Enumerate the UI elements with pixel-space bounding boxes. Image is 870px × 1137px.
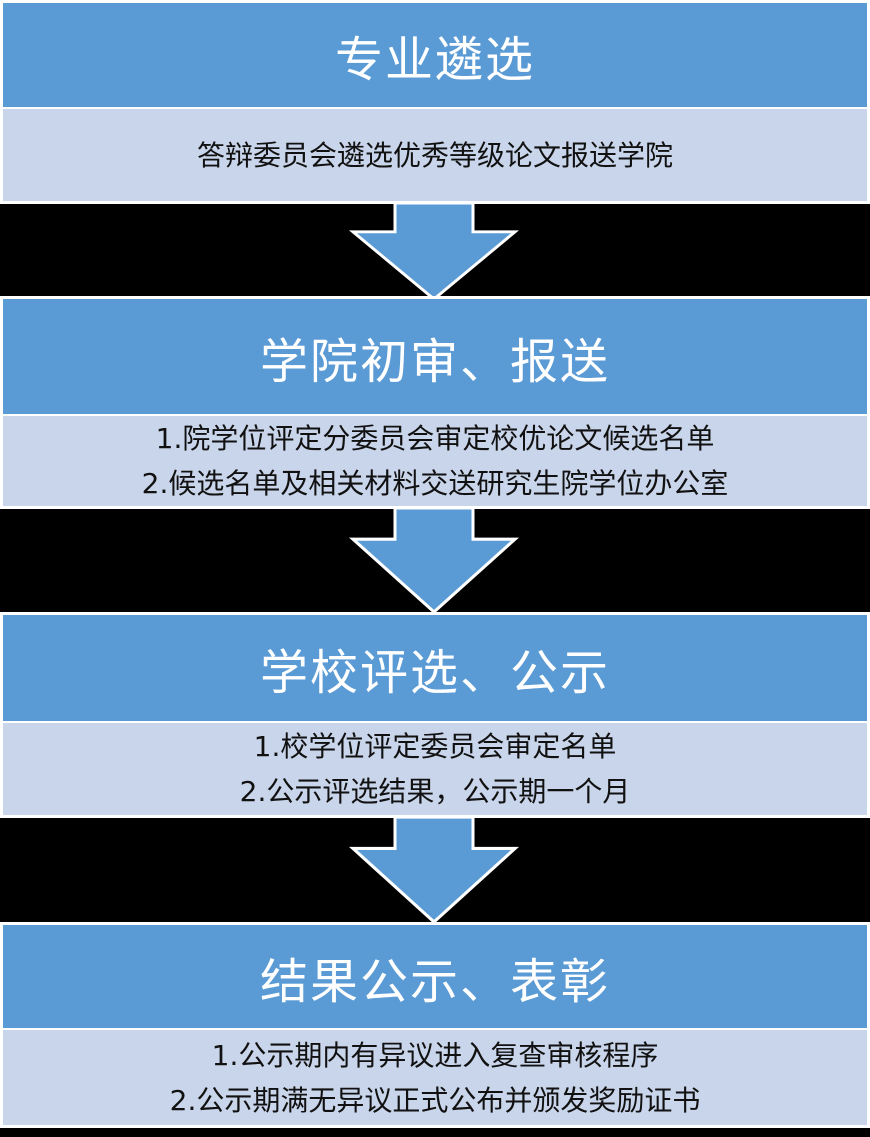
stage-3-body: 1.校学位评定委员会审定名单 2.公示评选结果，公示期一个月: [0, 723, 870, 818]
stage-1-header: 专业遴选: [0, 0, 870, 109]
stage-2-detail-2: 2.候选名单及相关材料交送研究生院学位办公室: [141, 467, 729, 500]
stage-1-body: 答辩委员会遴选优秀等级论文报送学院: [0, 109, 870, 204]
stage-3: 学校评选、公示 1.校学位评定委员会审定名单 2.公示评选结果，公示期一个月: [0, 612, 870, 818]
stage-4-header: 结果公示、表彰: [0, 922, 870, 1030]
stage-4-body: 1.公示期内有异议进入复查审核程序 2.公示期满无异议正式公布并颁发奖励证书: [0, 1030, 870, 1128]
stage-1-title: 专业遴选: [334, 32, 535, 88]
stage-4-detail-1: 1.公示期内有异议进入复查审核程序: [211, 1038, 659, 1072]
stage-1: 专业遴选 答辩委员会遴选优秀等级论文报送学院: [0, 0, 870, 204]
down-arrow-icon: [348, 815, 520, 924]
stage-3-title: 学校评选、公示: [259, 645, 610, 701]
stage-3-detail-1: 1.校学位评定委员会审定名单: [253, 730, 617, 763]
stage-3-header: 学校评选、公示: [0, 612, 870, 723]
stage-4: 结果公示、表彰 1.公示期内有异议进入复查审核程序 2.公示期满无异议正式公布并…: [0, 922, 870, 1128]
stage-2-detail-1: 1.院学位评定分委员会审定校优论文候选名单: [155, 422, 715, 455]
stage-2-title: 学院初审、报送: [259, 333, 610, 390]
stage-4-detail-2: 2.公示期满无异议正式公布并颁发奖励证书: [169, 1083, 701, 1117]
stage-1-detail-1: 答辩委员会遴选优秀等级论文报送学院: [196, 138, 673, 172]
stage-3-detail-2: 2.公示评选结果，公示期一个月: [239, 775, 631, 808]
stage-2-header: 学院初审、报送: [0, 296, 870, 416]
down-arrow-icon: [348, 201, 520, 301]
down-arrow-icon: [348, 506, 520, 614]
stage-2-body: 1.院学位评定分委员会审定校优论文候选名单 2.候选名单及相关材料交送研究生院学…: [0, 416, 870, 509]
stage-4-title: 结果公示、表彰: [259, 953, 610, 1010]
stage-2: 学院初审、报送 1.院学位评定分委员会审定校优论文候选名单 2.候选名单及相关材…: [0, 296, 870, 509]
